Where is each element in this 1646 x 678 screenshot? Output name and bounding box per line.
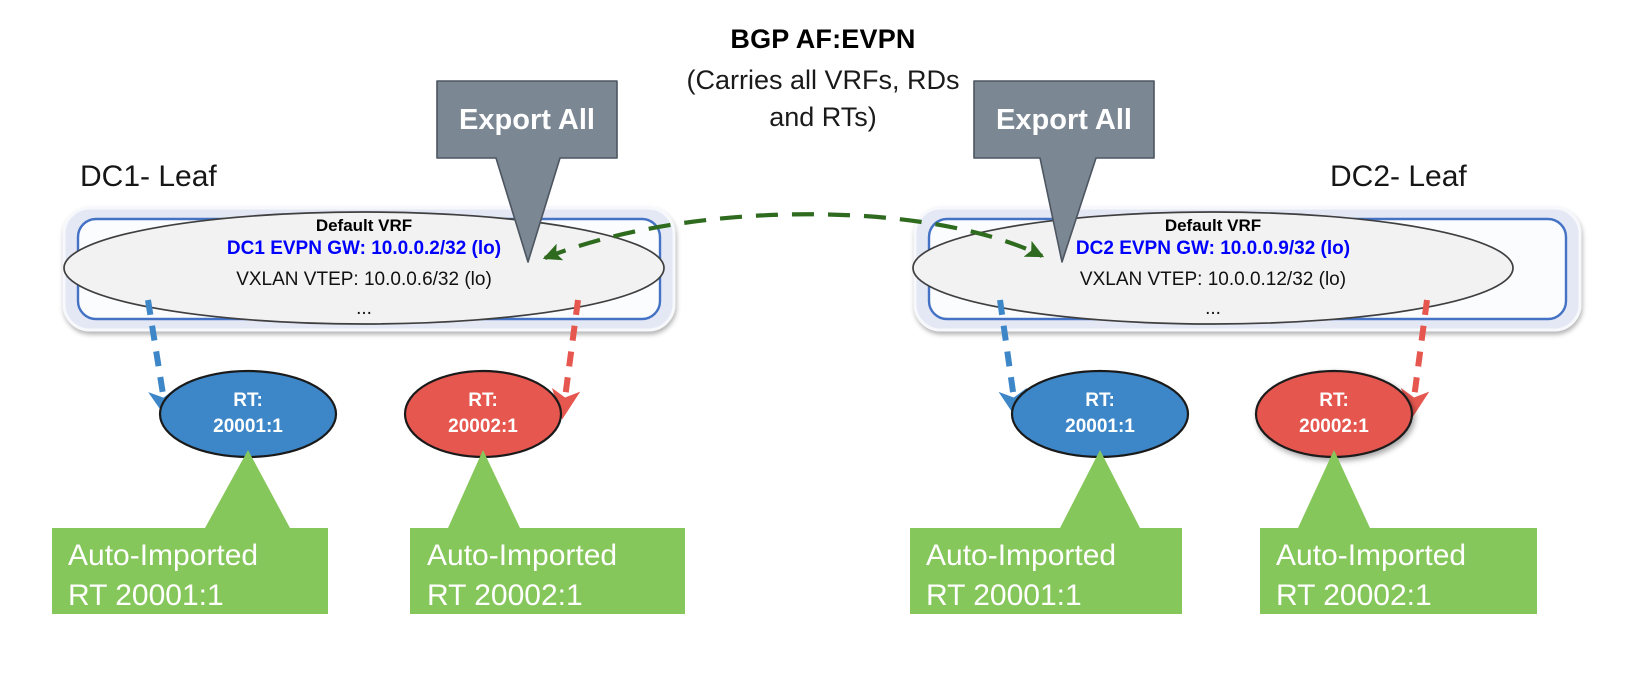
- dc1-auto-import-box-blue: [52, 450, 328, 614]
- dc2-auto-import-red-line1: Auto-Imported: [1276, 539, 1467, 572]
- dc1-auto-import-label-blue: Auto-Imported RT 20001:1: [68, 536, 258, 616]
- page-title: BGP AF:EVPN: [730, 24, 916, 54]
- dc2-rt-blue-label: RT: 20001:1: [1020, 388, 1180, 440]
- dc1-rt-red-line2: 20002:1: [448, 416, 518, 437]
- dc2-auto-import-red-line2: RT 20002:1: [1276, 579, 1432, 612]
- dc1-rt-blue-label: RT: 20001:1: [168, 388, 328, 440]
- dc2-vxlan-vtep: VXLAN VTEP: 10.0.0.12/32 (lo): [1079, 269, 1347, 290]
- export-all-label-left: Export All: [459, 104, 595, 136]
- dc2-rt-red-arrow: [1400, 299, 1430, 420]
- dc2-vrf-more: ...: [1205, 298, 1221, 319]
- dc1-default-vrf-ellipse: [63, 211, 665, 325]
- dc1-vrf-more: ...: [356, 298, 372, 319]
- dc2-auto-import-label-blue: Auto-Imported RT 20001:1: [926, 536, 1116, 616]
- dc2-rt-blue-line2: 20001:1: [1065, 416, 1135, 437]
- dc1-leaf-label: DC1- Leaf: [80, 160, 217, 193]
- dc1-rt-blue-line2: 20001:1: [213, 416, 283, 437]
- dc1-auto-import-box-red: [410, 450, 685, 614]
- dc1-evpn-gw: DC1 EVPN GW: 10.0.0.2/32 (lo): [226, 238, 502, 259]
- dc2-auto-import-blue-line2: RT 20001:1: [926, 579, 1082, 612]
- dc2-rt-blue-arrow: [997, 299, 1027, 420]
- dc2-auto-import-blue-line1: Auto-Imported: [926, 539, 1117, 572]
- dc2-auto-import-label-red: Auto-Imported RT 20002:1: [1276, 536, 1466, 616]
- dc2-rt-red-label: RT: 20002:1: [1254, 388, 1414, 440]
- dc1-vxlan-vtep: VXLAN VTEP: 10.0.0.6/32 (lo): [236, 269, 492, 290]
- dc1-rt-red-arrow: [551, 299, 581, 420]
- dc1-rt-red-line1: RT:: [468, 390, 498, 411]
- dc1-rt-red-label: RT: 20002:1: [403, 388, 563, 440]
- export-all-callout-right: [973, 80, 1155, 263]
- page-subtitle-line1: (Carries all VRFs, RDs: [686, 65, 960, 95]
- page-subtitle: (Carries all VRFs, RDs and RTs): [0, 62, 1646, 136]
- dc1-auto-import-blue-line2: RT 20001:1: [68, 579, 224, 612]
- dc2-evpn-gw: DC2 EVPN GW: 10.0.0.9/32 (lo): [1075, 238, 1351, 259]
- dc1-vrf-title: Default VRF: [315, 216, 413, 235]
- dc1-rt-blue-line1: RT:: [233, 390, 263, 411]
- dc2-rt-blue-line1: RT:: [1085, 390, 1115, 411]
- dc1-auto-import-label-red: Auto-Imported RT 20002:1: [427, 536, 617, 616]
- dc2-rt-red-line1: RT:: [1319, 390, 1349, 411]
- page-subtitle-line2: and RTs): [769, 102, 877, 132]
- bgp-evpn-arc: [542, 212, 1045, 261]
- dc1-auto-import-red-line1: Auto-Imported: [427, 539, 618, 572]
- dc1-rt-blue-arrow: [145, 299, 177, 420]
- dc2-vrf-title: Default VRF: [1164, 216, 1262, 235]
- dc1-auto-import-blue-line1: Auto-Imported: [68, 539, 259, 572]
- dc2-auto-import-box-red: [1260, 450, 1537, 614]
- export-all-callout-left: [436, 80, 618, 263]
- dc1-auto-import-red-line2: RT 20002:1: [427, 579, 583, 612]
- dc2-leaf-label: DC2- Leaf: [1330, 160, 1467, 193]
- dc2-rt-red-line2: 20002:1: [1299, 416, 1369, 437]
- export-all-label-right: Export All: [996, 104, 1132, 136]
- dc2-auto-import-box-blue: [910, 450, 1182, 614]
